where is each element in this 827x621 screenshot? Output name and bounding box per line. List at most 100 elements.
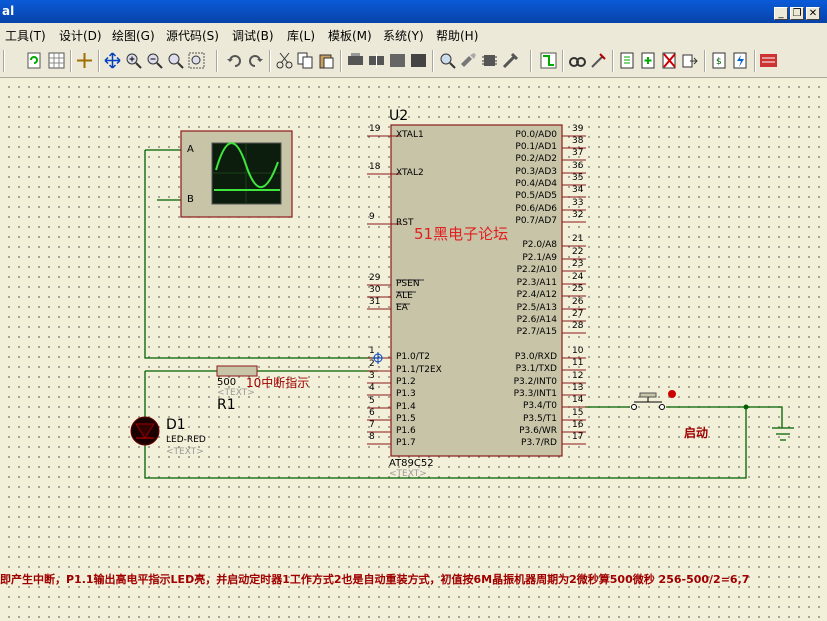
block-copy-icon[interactable]	[347, 52, 364, 69]
pin-number: 13	[572, 383, 584, 393]
make-device-icon[interactable]	[460, 52, 477, 69]
resistor-text-placeholder: <TEXT>	[217, 388, 255, 398]
menu-system[interactable]: 系统(Y)	[383, 29, 424, 43]
electrical-check-icon[interactable]	[732, 52, 749, 69]
pin-number: 4	[369, 383, 375, 393]
remove-sheet-icon[interactable]	[661, 52, 678, 69]
pin-number: 29	[369, 273, 381, 283]
toolbar-separator	[3, 50, 5, 72]
block-rotate-icon[interactable]	[389, 52, 406, 69]
oscilloscope[interactable]	[180, 130, 293, 218]
menu-help[interactable]: 帮助(H)	[436, 29, 479, 43]
paste-icon[interactable]	[318, 52, 335, 69]
redo-icon[interactable]	[247, 52, 264, 69]
pin-number: 15	[572, 408, 584, 418]
pin-name: P1.6	[396, 426, 416, 436]
copy-icon[interactable]	[297, 52, 314, 69]
menu-design[interactable]: 设计(D)	[59, 29, 102, 43]
pin-name: P0.7/AD7	[515, 216, 557, 226]
mcu-pin-markers	[391, 135, 401, 225]
menu-debug[interactable]: 调试(B)	[232, 29, 274, 43]
bill-of-materials-icon[interactable]: $	[711, 52, 728, 69]
pin-number: 37	[572, 148, 584, 158]
pin-name: P3.3/INT1	[513, 389, 557, 399]
menu-template[interactable]: 模板(M)	[328, 29, 372, 43]
wire-button	[585, 406, 783, 428]
pin-number: 12	[572, 371, 584, 381]
zoom-all-icon[interactable]	[167, 52, 184, 69]
toolbar-separator	[562, 50, 564, 72]
pin-number: 32	[572, 210, 584, 220]
menu-bar: 工具(T) 设计(D) 绘图(G) 源代码(S) 调试(B) 库(L) 模板(M…	[0, 23, 827, 45]
led-ref: D1	[166, 417, 186, 433]
refresh-icon[interactable]	[26, 52, 43, 69]
mcu-body[interactable]	[390, 124, 563, 457]
pin-number: 34	[572, 185, 584, 195]
pin-name: P1.3	[396, 389, 416, 399]
toolbar-separator	[269, 50, 271, 72]
pin-number: 24	[572, 272, 584, 282]
goto-sheet-icon[interactable]	[682, 52, 699, 69]
watermark-text: 51黑电子论坛	[414, 225, 509, 243]
pan-icon[interactable]	[104, 52, 121, 69]
restore-button[interactable]: ❐	[790, 7, 804, 20]
cut-icon[interactable]	[276, 52, 293, 69]
minimize-button[interactable]: _	[774, 7, 788, 20]
interrupt-indicator-note: 10中断指示	[246, 376, 310, 390]
menu-library[interactable]: 库(L)	[287, 29, 316, 43]
led-d1[interactable]	[130, 416, 160, 446]
pin-name: P3.0/RXD	[514, 352, 557, 362]
toolbar-separator	[432, 50, 434, 72]
zoom-in-icon[interactable]	[125, 52, 142, 69]
pin-name: RST	[396, 218, 414, 228]
origin-icon[interactable]	[76, 52, 93, 69]
zoom-out-icon[interactable]	[146, 52, 163, 69]
window-title: al	[2, 4, 15, 18]
pin-name: EA	[396, 303, 408, 313]
pin-number: 27	[572, 309, 584, 319]
pick-device-icon[interactable]	[439, 52, 456, 69]
grid-icon[interactable]	[48, 52, 65, 69]
new-sheet-icon[interactable]	[619, 52, 636, 69]
pin-name: P2.3/A11	[516, 278, 557, 288]
toolbar-separator	[612, 50, 614, 72]
pin-name: P1.2	[396, 377, 416, 387]
pin-name: P3.7/RD	[521, 438, 557, 448]
pin-number: 18	[369, 162, 381, 172]
pin-name: ALE	[396, 291, 413, 301]
pin-number: 16	[572, 420, 584, 430]
resistor-r1[interactable]	[216, 365, 258, 377]
pin-number: 22	[572, 247, 584, 257]
search-tag-icon[interactable]	[569, 52, 586, 69]
resistor-value: 500	[217, 377, 237, 388]
ares-netlist-icon[interactable]	[760, 52, 777, 69]
wire-autorouter-icon[interactable]	[540, 52, 557, 69]
block-move-icon[interactable]	[368, 52, 385, 69]
pin-name: XTAL1	[396, 130, 424, 140]
pin-number: 7	[369, 420, 375, 430]
block-delete-icon[interactable]	[410, 52, 427, 69]
resistor-ref: R1	[217, 397, 236, 413]
pin-number: 28	[572, 321, 584, 331]
add-sheet-icon[interactable]	[640, 52, 657, 69]
pin-number: 19	[369, 124, 381, 134]
pin-name: P2.6/A14	[516, 315, 557, 325]
undo-icon[interactable]	[226, 52, 243, 69]
ground-symbol	[772, 427, 794, 441]
pin-name: P2.4/A12	[516, 290, 557, 300]
zoom-area-icon[interactable]	[188, 52, 205, 69]
push-button[interactable]	[631, 390, 676, 410]
decompose-icon[interactable]	[502, 52, 519, 69]
toolbar-separator	[98, 50, 100, 72]
pin-number: 38	[572, 136, 584, 146]
pin-number: 3	[369, 371, 375, 381]
menu-draw[interactable]: 绘图(G)	[112, 29, 155, 43]
close-button[interactable]: ✕	[806, 7, 820, 20]
toolbar: $	[0, 45, 827, 78]
property-tool-icon[interactable]	[590, 52, 607, 69]
menu-tools[interactable]: 工具(T)	[5, 29, 46, 43]
pin-name: P3.2/INT0	[513, 377, 557, 387]
package-tool-icon[interactable]	[481, 52, 498, 69]
menu-source[interactable]: 源代码(S)	[166, 29, 219, 43]
